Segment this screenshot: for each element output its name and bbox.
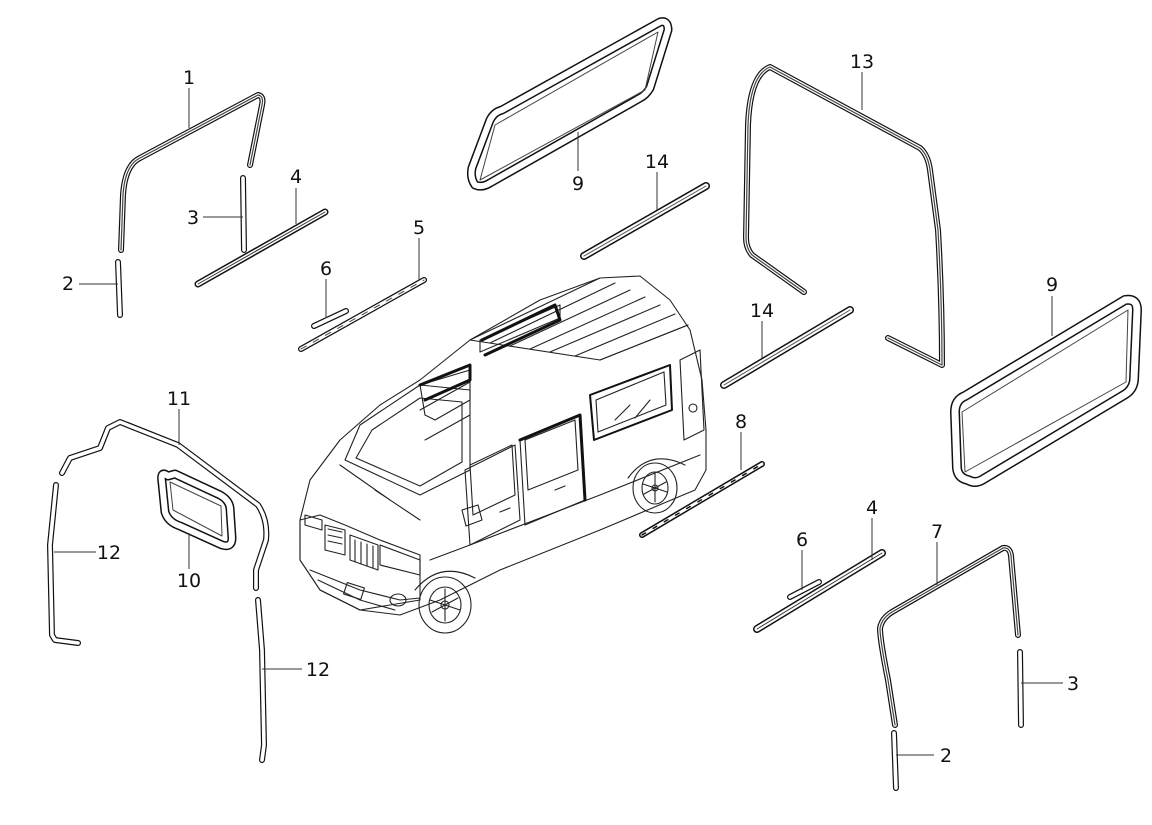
- callout-6-upper: 6: [320, 258, 332, 280]
- callout-4-lower: 4: [866, 497, 878, 519]
- callout-12-right: 12: [306, 659, 330, 681]
- part-4-belt-strip-lower: [753, 549, 886, 633]
- part-6-small-strip-upper: [311, 308, 349, 329]
- callout-9-upper: 9: [572, 173, 584, 195]
- part-10-quarter-window-seal: [157, 469, 237, 551]
- callout-9-right: 9: [1046, 274, 1058, 296]
- part-11-windshield-seal: [59, 419, 270, 591]
- leader-lines: [54, 72, 1063, 756]
- part-4-belt-strip-upper: [194, 208, 329, 288]
- callout-3-right: 3: [1067, 673, 1079, 695]
- callout-12-left: 12: [97, 542, 121, 564]
- van-illustration: [299, 275, 707, 634]
- part-5-belt-strip: [298, 277, 427, 352]
- callout-2-right: 2: [940, 745, 952, 767]
- part-14-strip-upper: [580, 182, 710, 260]
- callout-8: 8: [735, 411, 747, 433]
- callout-5: 5: [413, 217, 425, 239]
- part-9-window-seal-upper: [466, 17, 673, 191]
- part-8-sill-strip: [639, 461, 765, 538]
- part-7-door-frame-seal: [877, 544, 1021, 728]
- callout-7: 7: [931, 521, 943, 543]
- callout-13: 13: [850, 51, 874, 73]
- part-1-door-frame-seal: [118, 92, 266, 253]
- part-2-lower-seal-right: [891, 730, 899, 791]
- callout-14-lower: 14: [750, 300, 774, 322]
- part-14-strip-lower: [720, 306, 854, 389]
- callout-14-upper: 14: [645, 151, 669, 173]
- part-12-seal-left: [47, 482, 81, 646]
- part-6-small-strip-lower: [787, 579, 822, 600]
- callout-3-top-left: 3: [187, 207, 199, 229]
- callout-1: 1: [183, 67, 195, 89]
- callout-11: 11: [167, 388, 191, 410]
- callout-6-lower: 6: [796, 529, 808, 551]
- part-3-pillar-seal-left: [240, 175, 247, 253]
- part-3-pillar-seal-right: [1017, 649, 1024, 728]
- callout-10: 10: [177, 570, 201, 592]
- part-2-lower-seal-left: [115, 259, 123, 318]
- part-9-window-seal-right: [950, 294, 1142, 487]
- part-13-door-opening-seal: [743, 64, 945, 368]
- callout-4-upper: 4: [290, 166, 302, 188]
- callout-labels: 1 2 3 4 5 6 9 14 13 14 9 11 12 10 12 8 6…: [62, 51, 1079, 767]
- part-12-seal-right: [255, 597, 267, 763]
- callout-2-top-left: 2: [62, 273, 74, 295]
